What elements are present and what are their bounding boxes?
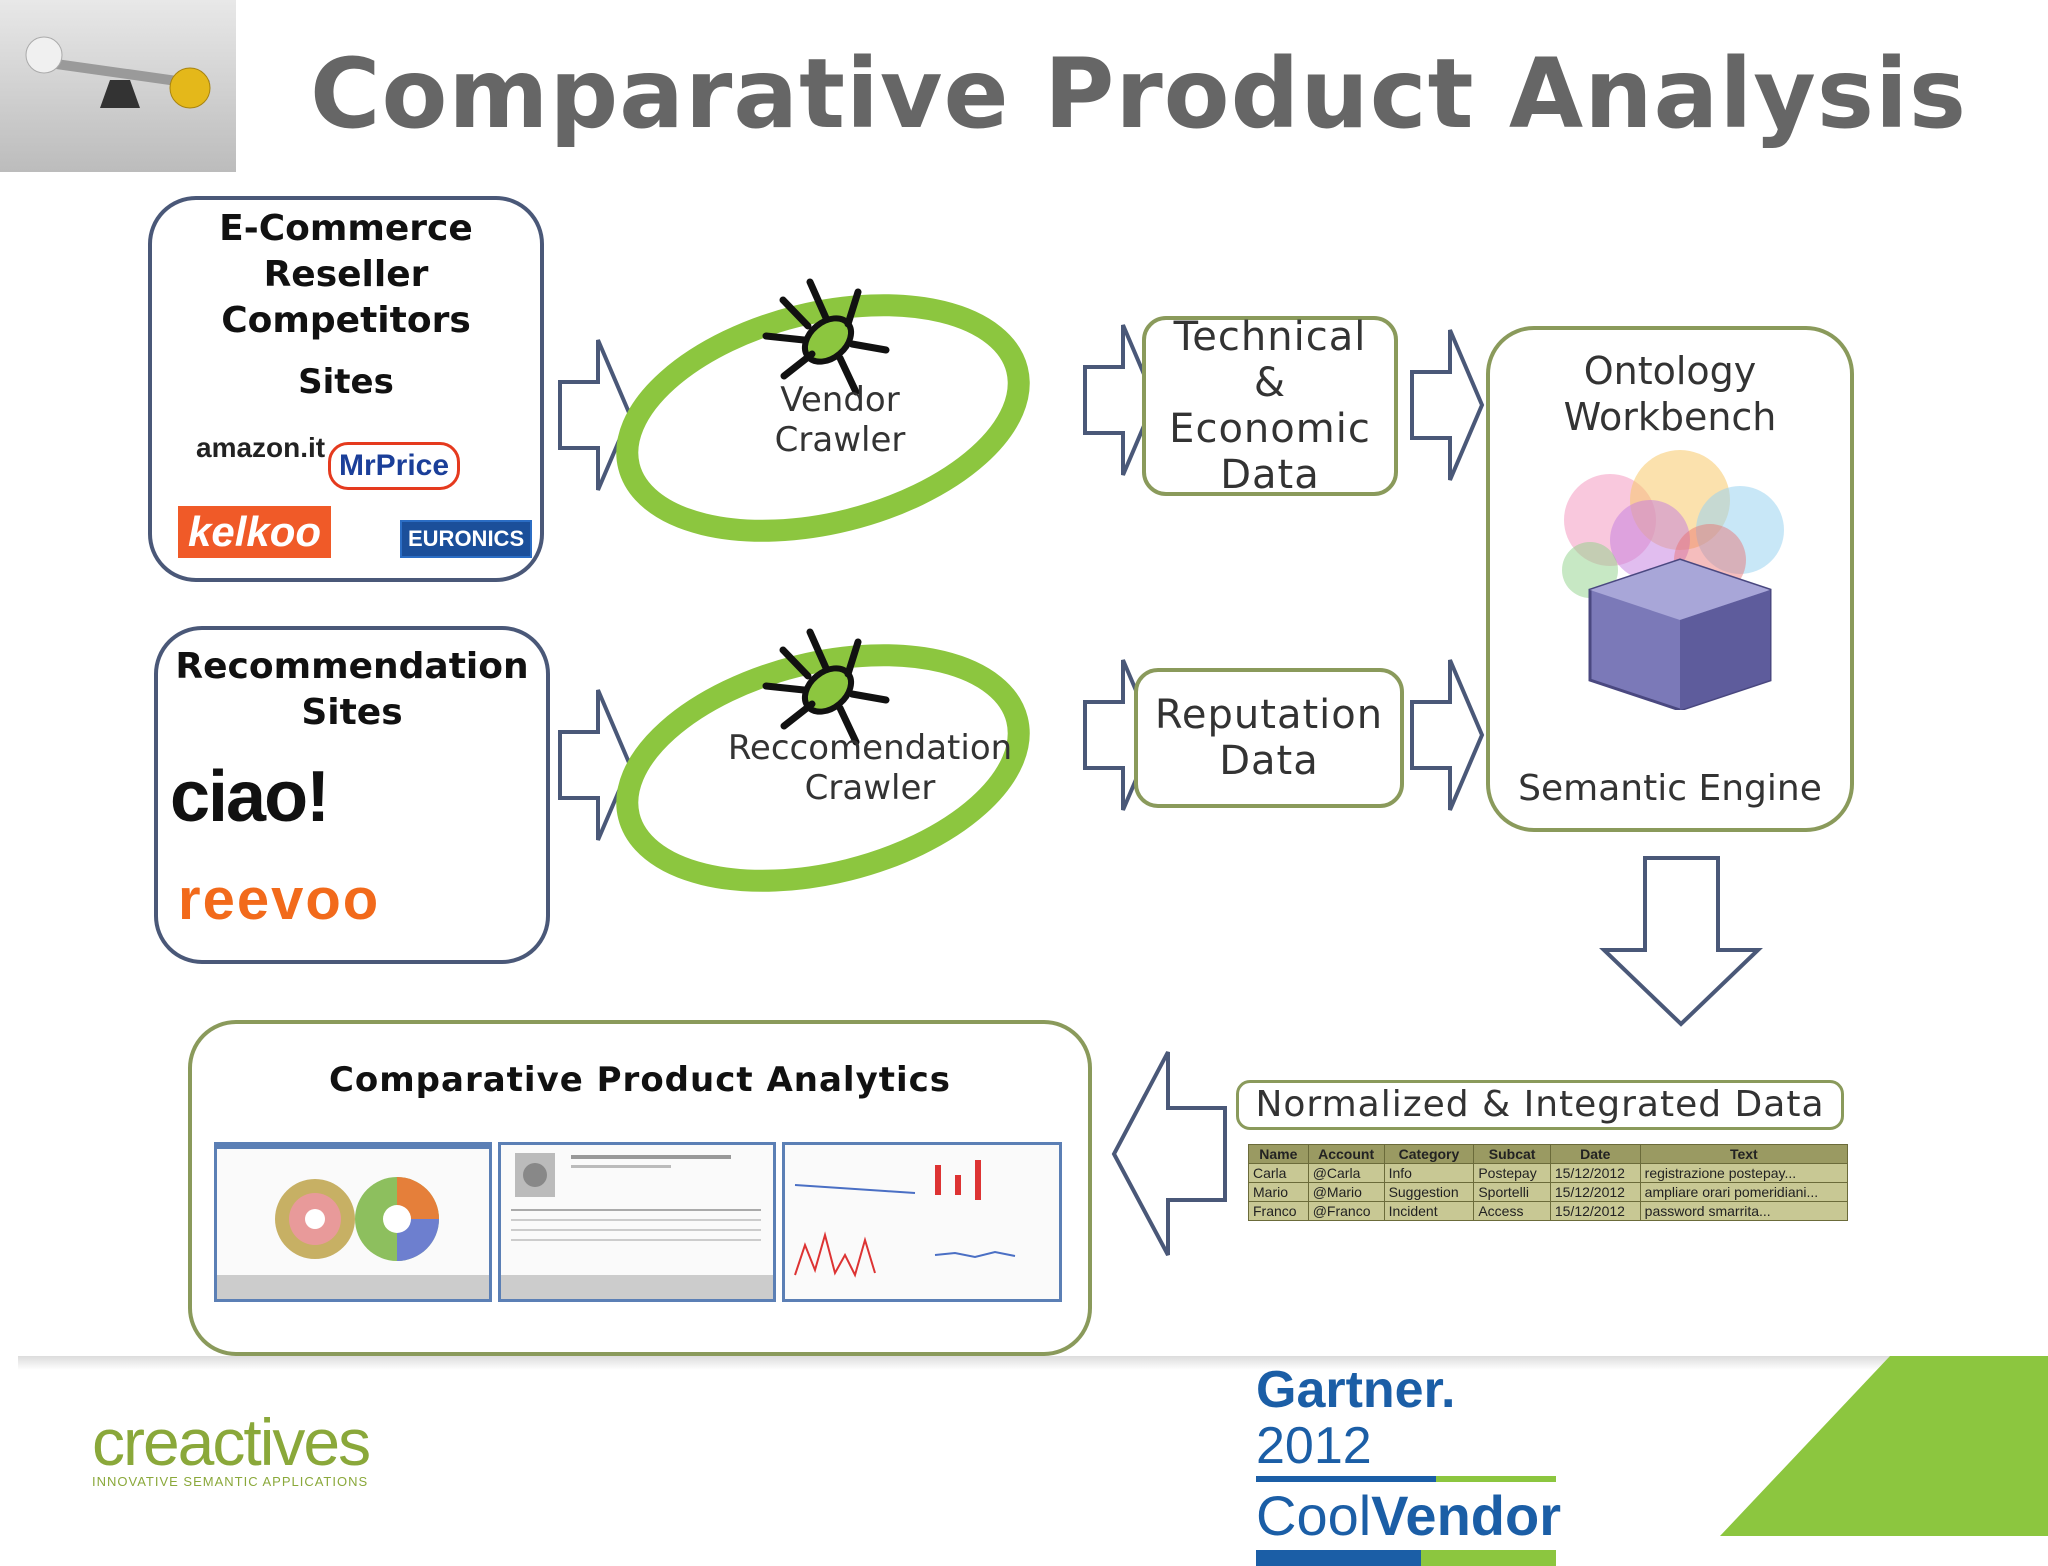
recommendation-heading-2: Sites <box>301 692 403 733</box>
cell: Franco <box>1248 1201 1309 1221</box>
analytics-box: Comparative Product Analytics <box>188 1020 1092 1356</box>
cell: Sportelli <box>1473 1182 1551 1202</box>
cell: Postepay <box>1473 1163 1551 1183</box>
creactives-logo: creactives INNOVATIVE SEMANTIC APPLICATI… <box>92 1404 371 1489</box>
vendor-bug-icon <box>762 278 890 396</box>
analytics-title: Comparative Product Analytics <box>328 1060 952 1100</box>
recommendation-bug-icon <box>762 628 890 746</box>
recommendation-crawler-label-2: Crawler <box>804 768 936 808</box>
recommendation-crawler-label-1: Reccomendation <box>727 728 1013 768</box>
cell: @Mario <box>1307 1182 1385 1202</box>
col-date: Date <box>1549 1144 1641 1164</box>
normalized-data-label: Normalized & Integrated Data <box>1236 1080 1844 1130</box>
kelkoo-logo: kelkoo <box>178 506 332 558</box>
analytics-thumbnail-1 <box>214 1142 492 1302</box>
vendor-crawler-label-1: Vendor <box>780 380 900 420</box>
ontology-title-2: Workbench <box>1563 395 1777 439</box>
reputation-data-box: Reputation Data <box>1134 668 1404 808</box>
semantic-cube-icon <box>1562 450 1784 710</box>
col-name: Name <box>1248 1144 1309 1164</box>
cell: Carla <box>1248 1163 1309 1183</box>
recommendation-heading-1: Recommendation <box>175 646 529 687</box>
creactives-wordmark: creactives <box>92 1405 371 1479</box>
footer-bar <box>18 1356 2048 1370</box>
ecommerce-heading-1: E-Commerce <box>219 208 473 249</box>
table-row: Franco @Franco Incident Access 15/12/201… <box>1248 1201 1849 1221</box>
gartner-year: 2012 <box>1256 1417 1372 1475</box>
normalized-data-table: Name Account Category Subcat Date Text C… <box>1248 1144 1849 1221</box>
vendor-word: Vendor <box>1371 1484 1561 1547</box>
arrow-right-3 <box>1410 328 1484 482</box>
ecommerce-sites-label: Sites <box>298 362 394 402</box>
cell: @Franco <box>1307 1201 1385 1221</box>
table-row: Carla @Carla Info Postepay 15/12/2012 re… <box>1248 1163 1849 1183</box>
recommendation-sites-box: Recommendation Sites ciao! reevoo <box>154 626 550 964</box>
amazon-logo: amazon.it <box>196 432 326 463</box>
technical-line-4: Data <box>1220 452 1320 498</box>
cell: 15/12/2012 <box>1549 1201 1641 1221</box>
arrow-down <box>1599 856 1763 1027</box>
page-title: Comparative Product Analysis <box>310 38 1967 150</box>
vendor-crawler-label-2: Crawler <box>774 420 906 460</box>
col-subcat: Subcat <box>1473 1144 1551 1164</box>
ecommerce-heading-2: Reseller <box>263 254 429 295</box>
col-account: Account <box>1307 1144 1385 1164</box>
mrprice-logo: MrPrice <box>328 442 461 490</box>
ontology-workbench-box: Ontology Workbench Semantic Engine <box>1486 326 1854 832</box>
reputation-line-1: Reputation <box>1154 692 1384 738</box>
table-row: Mario @Mario Suggestion Sportelli 15/12/… <box>1248 1182 1849 1202</box>
cell: @Carla <box>1307 1163 1385 1183</box>
cell: Access <box>1473 1201 1551 1221</box>
cell: password smarrita... <box>1639 1201 1849 1221</box>
ontology-title-1: Ontology <box>1583 349 1757 393</box>
creactives-tagline: INNOVATIVE SEMANTIC APPLICATIONS <box>92 1474 369 1489</box>
arrow-left <box>1111 1051 1227 1256</box>
cell: 15/12/2012 <box>1549 1182 1641 1202</box>
gartner-word: Gartner. <box>1256 1361 1456 1419</box>
balance-scale-icon <box>0 0 236 172</box>
cell: Incident <box>1383 1201 1475 1221</box>
analytics-thumbnail-2 <box>498 1142 776 1302</box>
cell: Info <box>1383 1163 1475 1183</box>
col-text: Text <box>1639 1144 1849 1164</box>
cell: 15/12/2012 <box>1549 1163 1641 1183</box>
technical-line-2: & <box>1253 360 1287 406</box>
technical-line-1: Technical <box>1173 314 1367 360</box>
footer-green-wedge <box>1720 1356 2048 1536</box>
ciao-logo: ciao! <box>170 757 330 837</box>
arrow-right-6 <box>1410 658 1484 812</box>
col-category: Category <box>1383 1144 1475 1164</box>
ecommerce-heading-3: Competitors <box>221 300 471 341</box>
gartner-cool-vendor-badge: Gartner. 2012 CoolVendor <box>1256 1361 1561 1566</box>
ecommerce-sites-box: E-Commerce Reseller Competitors Sites am… <box>148 196 544 582</box>
semantic-engine-label: Semantic Engine <box>1518 768 1822 809</box>
euronics-logo: EURONICS <box>400 520 533 558</box>
technical-line-3: Economic <box>1169 406 1371 452</box>
technical-economic-data-box: Technical & Economic Data <box>1142 314 1398 498</box>
reputation-line-2: Data <box>1219 738 1319 784</box>
cell: registrazione postepay... <box>1639 1163 1849 1183</box>
cell: Suggestion <box>1383 1182 1475 1202</box>
cell: ampliare orari pomeridiani... <box>1639 1182 1849 1202</box>
cool-word: Cool <box>1256 1484 1372 1547</box>
analytics-thumbnail-3 <box>782 1142 1062 1302</box>
cell: Mario <box>1248 1182 1309 1202</box>
reevoo-logo: reevoo <box>178 867 381 932</box>
